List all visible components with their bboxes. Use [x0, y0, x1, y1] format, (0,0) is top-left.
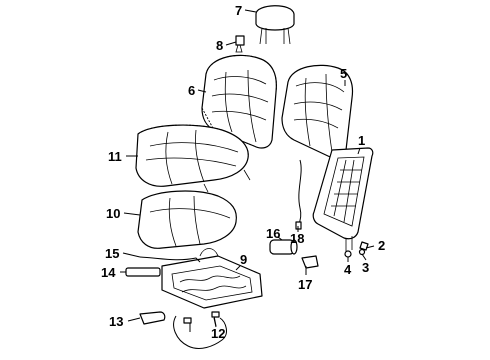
- adjuster-cable: [139, 256, 201, 263]
- callout-13: 13: [109, 314, 123, 329]
- callout-17: 17: [298, 277, 312, 292]
- headrest: [255, 5, 295, 45]
- callout-9: 9: [240, 252, 247, 267]
- nut: [344, 250, 352, 258]
- callout-5: 5: [340, 66, 347, 81]
- callout-7: 7: [235, 3, 242, 18]
- callout-4: 4: [344, 262, 352, 277]
- callout-2: 2: [378, 238, 385, 253]
- callout-18: 18: [290, 231, 304, 246]
- headrest-guide: [235, 35, 245, 53]
- bracket: [301, 255, 319, 269]
- callout-11: 11: [108, 149, 122, 164]
- callout-12: 12: [211, 326, 225, 341]
- recliner-handle: [125, 267, 161, 277]
- callout-14: 14: [101, 265, 116, 280]
- leader-lines: [120, 9, 375, 328]
- callout-15: 15: [105, 246, 119, 261]
- seat-back-cover: [201, 54, 277, 149]
- seat-back-frame: [312, 147, 374, 252]
- bolt: [359, 241, 369, 251]
- callout-3: 3: [362, 260, 369, 275]
- callout-16: 16: [266, 226, 280, 241]
- callout-8: 8: [216, 38, 223, 53]
- seat-cushion-pad: [137, 190, 237, 249]
- callout-labels: 1 2 3 4 5 6 7 8 9 10 11 12 13 14 15 16 1…: [101, 3, 385, 341]
- callout-10: 10: [106, 206, 120, 221]
- callout-1: 1: [358, 133, 365, 148]
- seat-back-pad: [281, 64, 354, 159]
- seat-cushion-cover: [135, 124, 251, 193]
- lumbar-cable: [295, 159, 302, 230]
- screw: [358, 248, 366, 256]
- motor: [269, 239, 298, 255]
- seat-switch: [139, 311, 166, 325]
- callout-6: 6: [188, 83, 195, 98]
